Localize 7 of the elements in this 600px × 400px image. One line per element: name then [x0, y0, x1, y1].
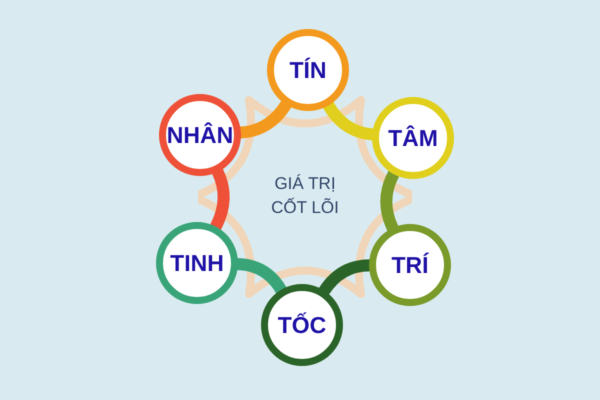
node-label: TỐC — [278, 310, 326, 340]
node-label: TÂM — [388, 124, 438, 153]
node-label: TINH — [170, 248, 224, 278]
center-label: GIÁ TRỊ CỐT LÕI — [255, 172, 355, 220]
node-label: TRÍ — [391, 250, 429, 280]
node-label: TÍN — [289, 56, 327, 85]
node-label: NHÂN — [166, 120, 234, 150]
